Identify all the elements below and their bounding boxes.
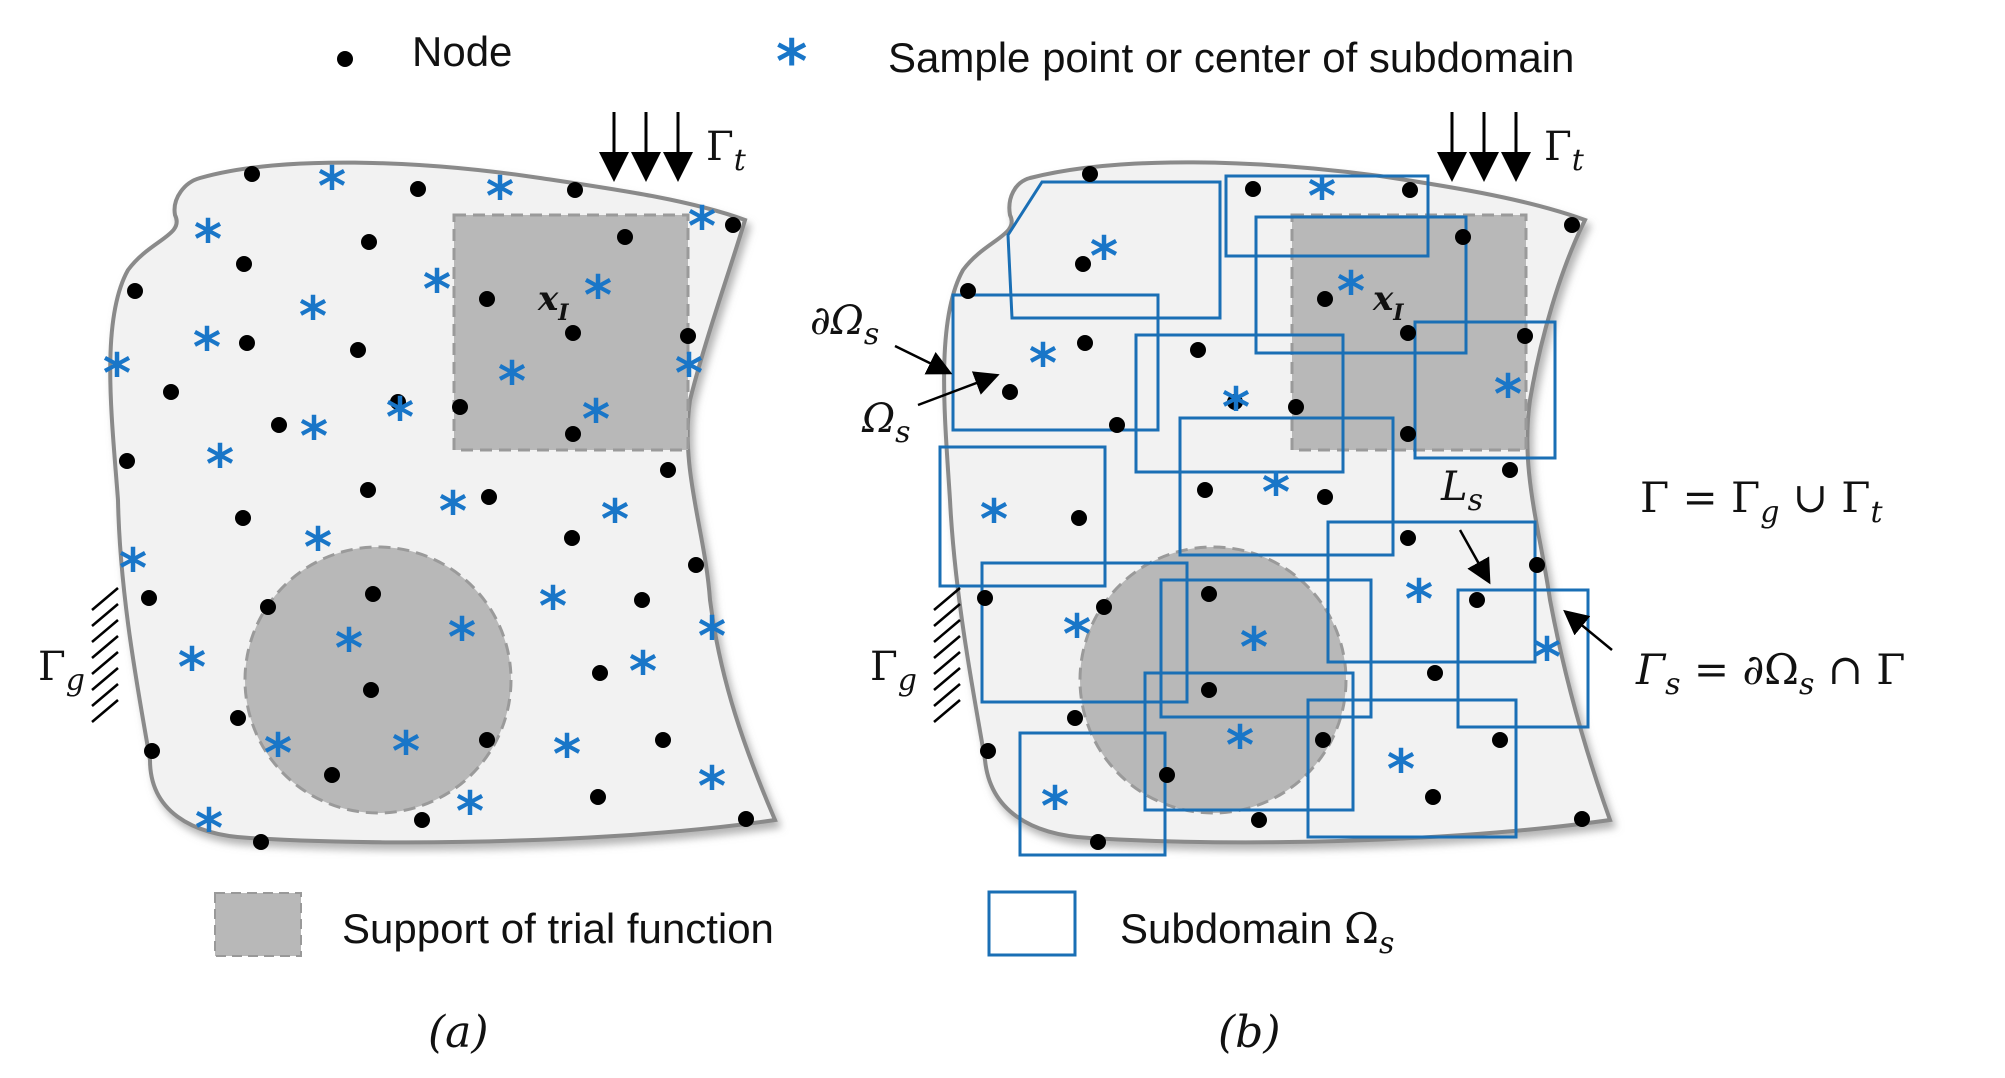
svg-text:*: * [1308,165,1336,228]
svg-text:*: * [1387,738,1415,801]
svg-text:*: * [688,195,716,258]
svg-text:*: * [392,720,420,783]
svg-text:*: * [264,722,292,785]
ls-arrow [1458,529,1491,585]
gamma-g-label-a: Γg [38,644,85,698]
omega-s-arrow [917,371,1000,407]
gamma-union-equation: Γ = Γg ∪ Γt [1640,473,1883,530]
svg-text:*: * [1337,260,1365,323]
legend-support-label: Support of trial function [342,905,774,952]
svg-text:*: * [584,264,612,327]
svg-text:*: * [1029,332,1057,395]
svg-text:*: * [423,258,451,321]
svg-text:*: * [675,342,703,405]
panel-a: **** **** **** **** **** **** **** *** x… [38,112,778,1058]
svg-text:*: * [539,575,567,638]
partial-omega-s-label: ∂Ωs [810,298,879,352]
svg-text:*: * [439,480,467,543]
legend: Node * Sample point or center of subdoma… [214,27,1574,961]
legend-sample-label: Sample point or center of subdomain [888,34,1574,81]
nodes-a [119,166,754,850]
legend-sample-star: * [776,27,807,97]
svg-text:*: * [206,433,234,496]
svg-text:*: * [178,636,206,699]
partial-omega-s-arrow [894,344,953,375]
gamma-g-label-b: Γg [870,644,917,698]
svg-text:*: * [1090,225,1118,288]
svg-text:*: * [194,208,222,271]
svg-text:*: * [486,165,514,228]
xi-label-a: xI [537,279,569,326]
subdomain-boundary-topleft [1006,180,1222,320]
svg-text:*: * [193,316,221,379]
legend-node-label: Node [412,28,512,75]
gamma-s-equation: Γs = ∂Ωs ∩ Γ [1635,645,1905,702]
svg-text:*: * [335,617,363,680]
legend-support-swatch [214,892,302,957]
svg-text:*: * [448,606,476,669]
svg-text:*: * [601,488,629,551]
svg-text:*: * [1494,363,1522,426]
caption-a: (a) [428,1007,489,1058]
svg-text:*: * [553,723,581,786]
gamma-t-label-b: Γt [1544,124,1585,178]
svg-text:*: * [1405,568,1433,631]
svg-text:*: * [1533,626,1561,689]
svg-text:*: * [456,780,484,843]
svg-text:*: * [103,342,131,405]
svg-text:*: * [304,516,332,579]
svg-text:*: * [1226,714,1254,777]
svg-text:*: * [582,388,610,451]
svg-text:*: * [1222,376,1250,439]
gamma-t-label-a: Γt [706,124,747,178]
ls-label: Ls [1440,464,1483,518]
svg-text:*: * [498,350,526,413]
svg-text:*: * [300,405,328,468]
traction-arrows-b [1437,112,1531,182]
subdomains-b [938,174,1590,857]
panel-b: **** **** **** *** xI Γt Γg ∂Ωs [810,112,1613,1058]
svg-text:*: * [1063,603,1091,666]
svg-text:*: * [698,605,726,668]
equations: Γ = Γg ∪ Γt Γs = ∂Ωs ∩ Γ [1635,473,1905,702]
support-circle-b [1078,545,1348,815]
xi-label-b: xI [1372,279,1404,326]
svg-text:*: * [698,755,726,818]
caption-b: (b) [1218,1007,1281,1058]
support-square-b [1290,213,1528,452]
svg-text:*: * [1262,461,1290,524]
legend-subdomain-swatch [987,890,1077,957]
svg-text:*: * [1240,616,1268,679]
hatched-support-b [933,587,961,723]
omega-s-label: Ωs [861,396,911,450]
svg-text:*: * [119,537,147,600]
svg-text:*: * [299,285,327,348]
support-circle-a [243,545,513,815]
legend-node-dot [337,51,353,67]
gamma-s-arrow [1563,609,1613,651]
svg-text:*: * [318,155,346,218]
hatched-support-a [91,587,119,723]
svg-text:*: * [195,797,223,860]
nodes-b [960,166,1590,850]
svg-text:*: * [386,386,414,449]
svg-text:*: * [1041,775,1069,838]
legend-subdomain-label: Subdomain Ωs [1120,904,1394,961]
traction-arrows-a [599,112,693,182]
samples-a: **** **** **** **** **** **** **** *** [103,155,726,860]
svg-text:*: * [629,640,657,703]
samples-b: **** **** **** *** [980,165,1561,838]
svg-text:*: * [980,488,1008,551]
